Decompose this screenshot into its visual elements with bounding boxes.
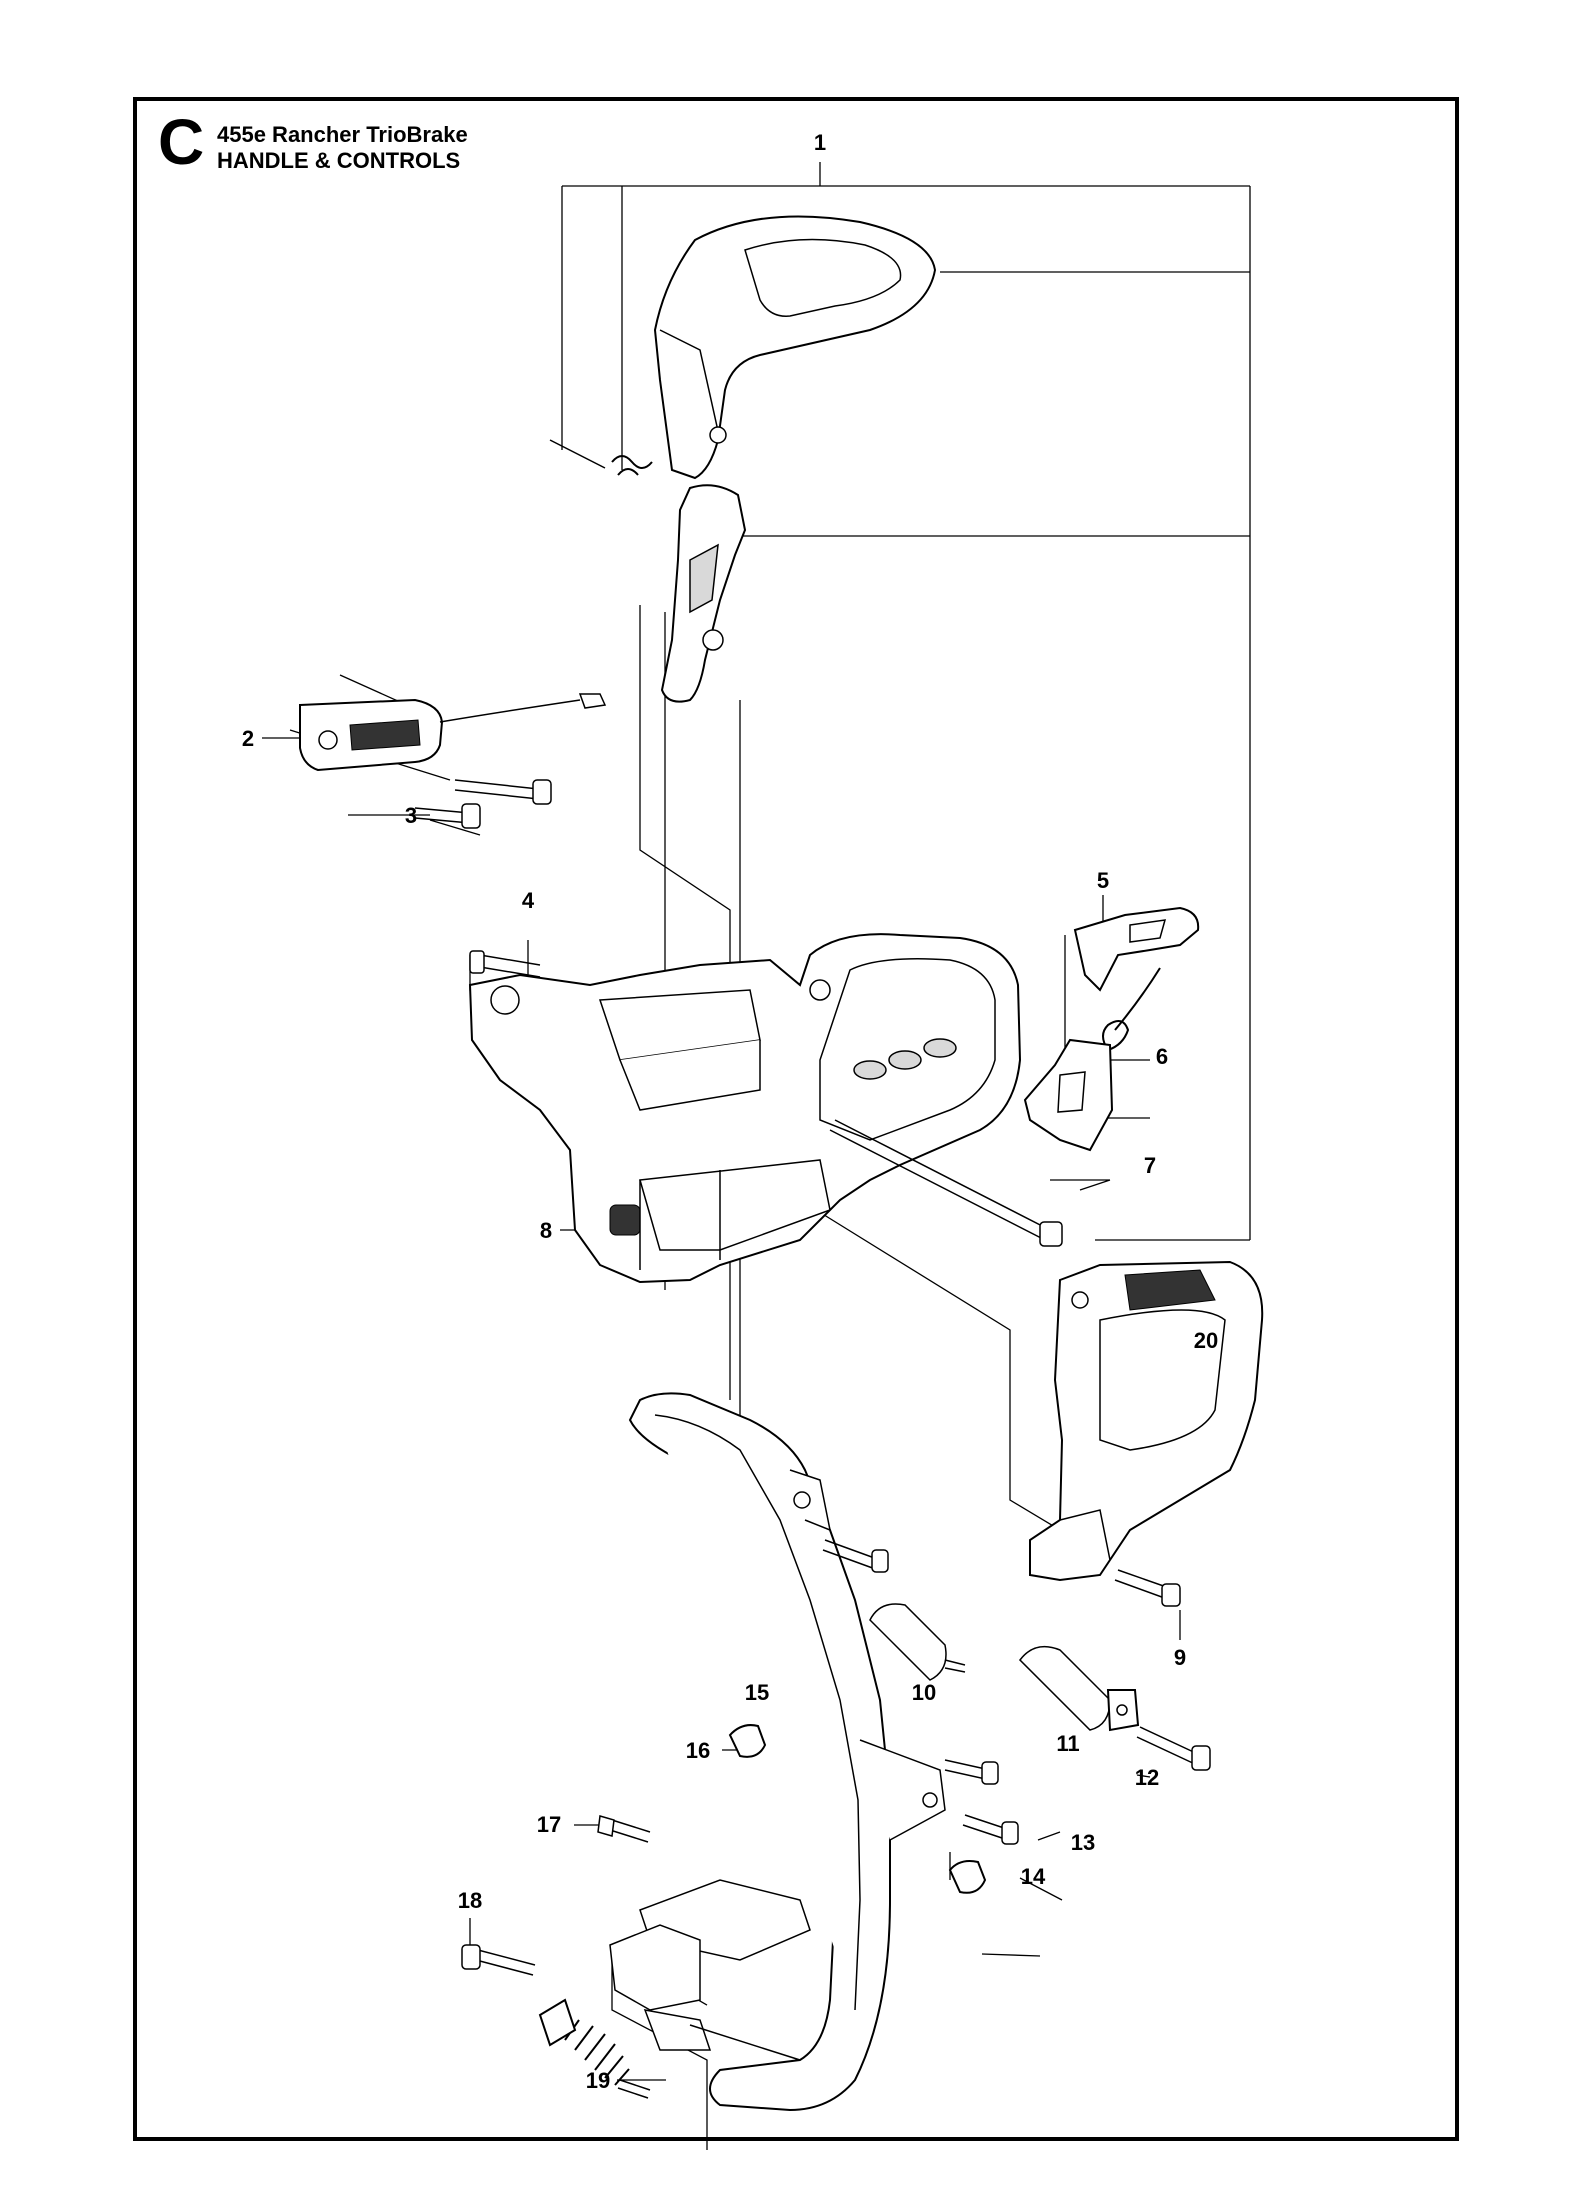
part-6-spring xyxy=(1102,967,1161,1052)
callout-17: 17 xyxy=(537,1812,561,1837)
part-19-av-spring xyxy=(538,1998,651,2099)
part-16-bushing xyxy=(728,1724,767,1758)
section-letter: C xyxy=(158,106,205,178)
part-18-bolt xyxy=(461,1944,536,1976)
callout-7: 7 xyxy=(1144,1153,1156,1178)
title-block: 455e Rancher TrioBrake HANDLE & CONTROLS xyxy=(217,122,468,174)
callout-8: 8 xyxy=(540,1218,552,1243)
part-14-bushing xyxy=(948,1860,987,1894)
part-3-screws xyxy=(414,779,552,829)
part-9-bolt xyxy=(1114,1569,1181,1607)
part-20-side-cover xyxy=(1029,1260,1264,1582)
part-7-lockout-cover xyxy=(1023,1038,1114,1152)
callout-labels: 1 2 3 4 5 6 7 8 9 10 11 12 13 14 15 16 1… xyxy=(242,130,1218,2093)
callout-1: 1 xyxy=(814,130,826,155)
callout-5: 5 xyxy=(1097,868,1109,893)
callout-16: 16 xyxy=(686,1738,710,1763)
part-11-av-spring xyxy=(1019,1645,1140,1732)
part-1-throttle-handle xyxy=(549,215,937,703)
part-12-bolt xyxy=(1136,1726,1211,1771)
callout-15: 15 xyxy=(745,1680,769,1705)
callout-18: 18 xyxy=(458,1888,482,1913)
callout-6: 6 xyxy=(1156,1044,1168,1069)
model-title: 455e Rancher TrioBrake xyxy=(217,122,468,147)
callout-14: 14 xyxy=(1021,1864,1046,1889)
callout-19: 19 xyxy=(586,2068,610,2093)
part-10-av-spring xyxy=(869,1603,966,1681)
callout-12: 12 xyxy=(1135,1765,1159,1790)
callout-13: 13 xyxy=(1071,1830,1095,1855)
part-13-bolts xyxy=(822,1539,1019,1845)
callout-4: 4 xyxy=(522,888,535,913)
callout-20: 20 xyxy=(1194,1328,1218,1353)
callout-3: 3 xyxy=(405,803,417,828)
part-2-stop-switch xyxy=(299,693,607,772)
section-title: HANDLE & CONTROLS xyxy=(217,148,461,173)
callout-11: 11 xyxy=(1056,1731,1079,1756)
callout-9: 9 xyxy=(1174,1645,1186,1670)
part-4-bolt xyxy=(469,950,541,978)
part-8-rear-handle-housing xyxy=(468,933,1063,1284)
drawing-frame xyxy=(133,97,1459,2141)
callout-2: 2 xyxy=(242,726,254,751)
part-5-lockout-lever xyxy=(1073,906,1200,992)
part-15-front-handle xyxy=(609,1392,946,2112)
callout-10: 10 xyxy=(912,1680,936,1705)
part-17-pin xyxy=(597,1815,651,1843)
